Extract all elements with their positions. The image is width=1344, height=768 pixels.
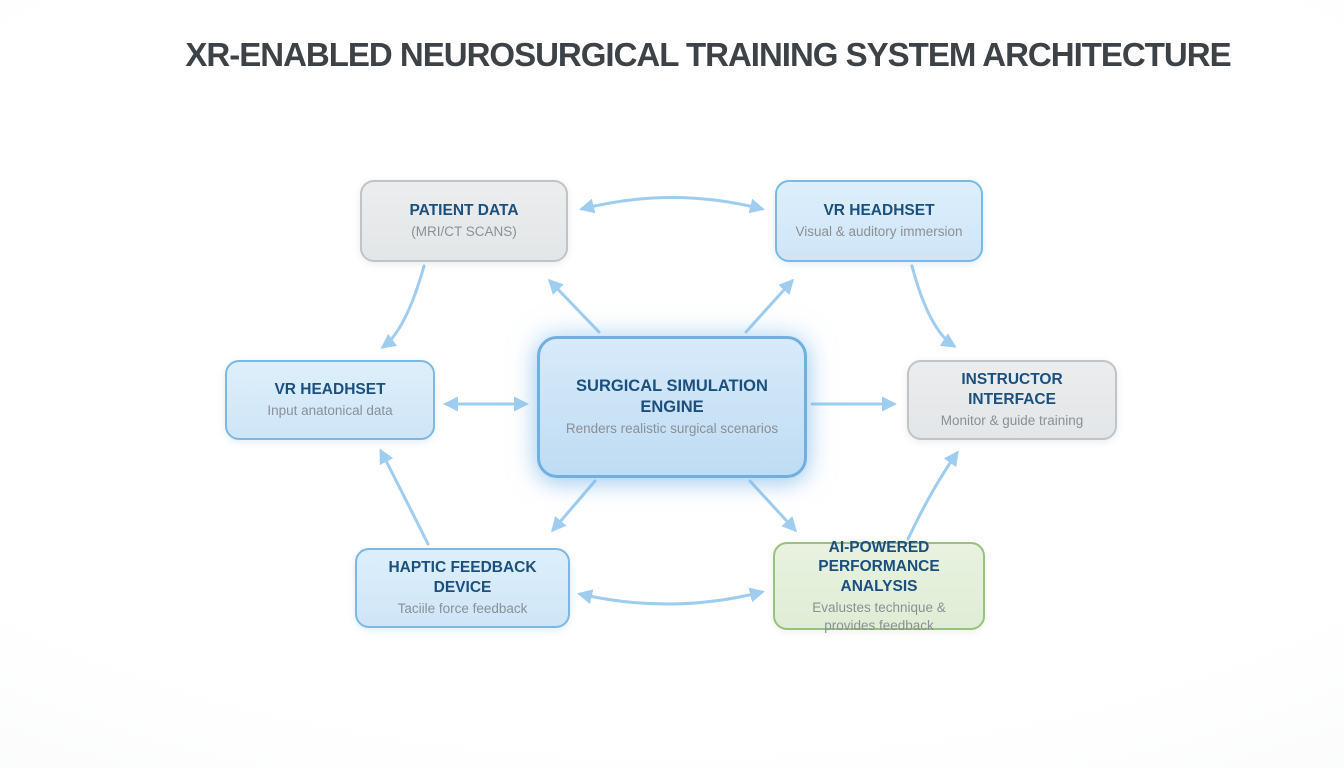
node-vr-headset-top-title: VR HEADHSET: [823, 202, 935, 220]
node-simulation-engine: SURGICAL SIMULATION ENGINE Renders reali…: [537, 336, 807, 478]
arrow-vrtop-instructor: [910, 264, 957, 348]
node-patient-data-subtitle: (MRI/CT SCANS): [411, 224, 517, 240]
arrow-haptic-ai: [577, 587, 765, 606]
arrow-haptic-vrleft: [379, 448, 430, 546]
node-instructor-interface-title: INSTRUCTOR INTERFACE: [961, 371, 1063, 408]
node-instructor-interface: INSTRUCTOR INTERFACE Monitor & guide tra…: [907, 360, 1117, 440]
node-vr-headset-left-subtitle: Input anatonical data: [267, 403, 393, 419]
node-ai-analysis: AI-POWERED PERFORMANCE ANALYSIS Evaluste…: [773, 539, 985, 633]
node-ai-analysis-title: AI-POWERED PERFORMANCE ANALYSIS: [818, 538, 940, 595]
arrow-engine-haptic: [551, 479, 597, 533]
arrow-engine-ai: [748, 479, 798, 533]
node-vr-headset-left: VR HEADHSET Input anatonical data: [225, 360, 435, 440]
node-ai-analysis-subtitle: Evalustes technique & provides feedback: [812, 600, 946, 633]
node-haptic-device-title: HAPTIC FEEDBACK DEVICE: [388, 559, 537, 596]
arrow-engine-vrtop: [744, 278, 795, 334]
node-vr-headset-left-title: VR HEADHSET: [274, 381, 386, 399]
arrow-patient-vrleft: [380, 264, 426, 349]
node-haptic-device-subtitle: Taciile force feedback: [397, 601, 528, 617]
arrow-engine-patient: [547, 278, 601, 334]
arrow-ai-instructor: [906, 450, 959, 541]
arrow-patient-vrtop: [579, 196, 765, 214]
node-simulation-engine-subtitle: Renders realistic surgical scenarios: [565, 421, 779, 437]
node-instructor-interface-subtitle: Monitor & guide training: [940, 413, 1084, 429]
node-patient-data: PATIENT DATA (MRI/CT SCANS): [360, 180, 568, 262]
node-vr-headset-top-subtitle: Visual & auditory immersion: [795, 224, 963, 240]
node-vr-headset-top: VR HEADHSET Visual & auditory immersion: [775, 180, 983, 262]
node-simulation-engine-title: SURGICAL SIMULATION ENGINE: [576, 377, 768, 416]
node-haptic-device: HAPTIC FEEDBACK DEVICE Taciile force fee…: [355, 548, 570, 628]
node-patient-data-title: PATIENT DATA: [409, 202, 519, 220]
page-title: XR-ENABLED NEUROSURGICAL TRAINING SYSTEM…: [185, 36, 1231, 73]
